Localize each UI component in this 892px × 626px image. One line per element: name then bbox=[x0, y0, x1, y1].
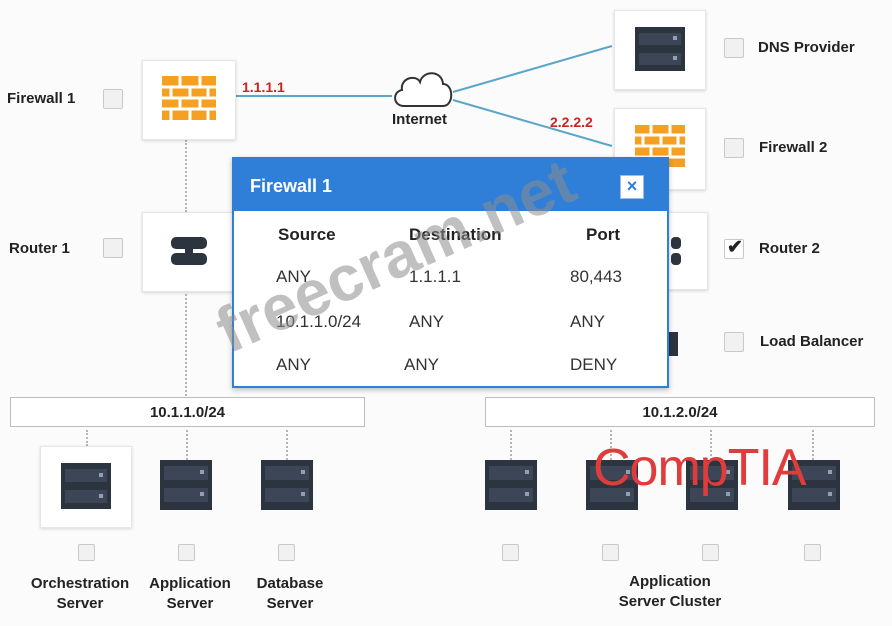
rule1-port: 80,443 bbox=[570, 267, 622, 286]
subnet-left-label: 10.1.1.0/24 bbox=[149, 404, 226, 421]
rule1-source: ANY bbox=[276, 267, 311, 286]
server-icon bbox=[261, 460, 313, 510]
database-checkbox[interactable] bbox=[278, 544, 295, 561]
firewall2-label: Firewall 2 bbox=[759, 139, 828, 156]
router2-label: Router 2 bbox=[759, 240, 820, 257]
load-balancer-icon bbox=[668, 332, 678, 356]
router1-label: Router 1 bbox=[9, 240, 70, 257]
load-balancer-checkbox[interactable] bbox=[724, 332, 744, 352]
cluster-checkbox-1[interactable] bbox=[502, 544, 519, 561]
dialog-title: Firewall 1 bbox=[250, 176, 333, 196]
header-destination: Destination bbox=[409, 225, 502, 244]
router1-tile[interactable] bbox=[142, 212, 236, 292]
orchestration-server-tile[interactable] bbox=[40, 446, 132, 528]
server-icon bbox=[160, 460, 212, 510]
fw1-router1-link bbox=[185, 140, 187, 212]
dns-tile[interactable] bbox=[614, 10, 706, 90]
router2-checkbox[interactable]: ✔ bbox=[724, 237, 744, 259]
database-label: Database Server bbox=[240, 574, 340, 614]
rule3-port: DENY bbox=[570, 355, 618, 374]
subnet-db-link bbox=[286, 430, 288, 460]
subnet-right-label: 10.1.2.0/24 bbox=[642, 404, 718, 421]
subnet-left-box: 10.1.1.0/24 bbox=[10, 397, 365, 427]
server-icon bbox=[788, 460, 840, 510]
cluster-label: Application Server Cluster bbox=[595, 572, 745, 612]
firewall-icon bbox=[162, 76, 216, 120]
server-icon bbox=[61, 463, 111, 509]
header-port: Port bbox=[586, 225, 620, 244]
cluster-label-line2: Server Cluster bbox=[618, 593, 722, 610]
firewall1-label: Firewall 1 bbox=[7, 90, 76, 107]
firewall-rules-dialog: Firewall 1 × Source Destination Port ANY… bbox=[232, 157, 669, 388]
database-label-line1: Database bbox=[256, 575, 324, 592]
firewall1-ip: 1.1.1.1 bbox=[242, 79, 285, 95]
subnet-right-box: 10.1.2.0/24 bbox=[485, 397, 875, 427]
dns-checkbox[interactable] bbox=[724, 38, 744, 58]
firewall1-checkbox[interactable] bbox=[103, 89, 123, 109]
server-icon bbox=[586, 460, 638, 510]
router-icon bbox=[171, 237, 207, 265]
router1-checkbox[interactable] bbox=[103, 238, 123, 258]
orchestration-label: Orchestration Server bbox=[20, 574, 140, 614]
rule2-port: ANY bbox=[570, 312, 605, 331]
server-icon bbox=[485, 460, 537, 510]
subnet-orch-link bbox=[86, 430, 88, 446]
orchestration-checkbox[interactable] bbox=[78, 544, 95, 561]
rule3-source: ANY bbox=[276, 355, 311, 374]
cluster-checkbox-3[interactable] bbox=[702, 544, 719, 561]
cluster-label-line1: Application bbox=[629, 573, 711, 590]
comptia-logo: CompTIA bbox=[593, 439, 807, 497]
application-label-line2: Server bbox=[166, 595, 214, 612]
subnet-app-link bbox=[186, 430, 188, 460]
firewall1-tile[interactable] bbox=[142, 60, 236, 140]
rule3-destination: ANY bbox=[404, 355, 439, 374]
orchestration-label-line1: Orchestration bbox=[30, 575, 130, 592]
internet-label: Internet bbox=[392, 111, 448, 128]
subnet-c4-link bbox=[812, 430, 814, 460]
router-icon bbox=[671, 237, 681, 265]
cloud-icon bbox=[394, 72, 453, 107]
header-source: Source bbox=[278, 225, 336, 244]
rule1-destination: 1.1.1.1 bbox=[409, 267, 461, 286]
firewall2-ip: 2.2.2.2 bbox=[550, 114, 593, 130]
rule2-destination: ANY bbox=[409, 312, 444, 331]
router2-tile[interactable] bbox=[666, 212, 708, 290]
subnet-c3-link bbox=[710, 430, 712, 460]
firewall2-checkbox[interactable] bbox=[724, 138, 744, 158]
router1-subnet-link bbox=[185, 290, 187, 396]
subnet-c1-link bbox=[510, 430, 512, 460]
cluster-checkbox-4[interactable] bbox=[804, 544, 821, 561]
close-button[interactable]: × bbox=[620, 175, 644, 199]
cluster-checkbox-2[interactable] bbox=[602, 544, 619, 561]
application-label-line1: Application bbox=[149, 575, 231, 592]
server-icon bbox=[686, 460, 738, 510]
subnet-c2-link bbox=[610, 430, 612, 460]
checkmark-icon: ✔ bbox=[727, 237, 743, 258]
dialog-header: Firewall 1 × bbox=[234, 159, 667, 211]
application-label: Application Server bbox=[135, 574, 245, 614]
dns-label: DNS Provider bbox=[758, 39, 855, 56]
rule2-source: 10.1.1.0/24 bbox=[276, 312, 362, 331]
database-label-line2: Server bbox=[266, 595, 314, 612]
orchestration-label-line2: Server bbox=[56, 595, 104, 612]
application-checkbox[interactable] bbox=[178, 544, 195, 561]
server-icon bbox=[635, 27, 685, 71]
load-balancer-label: Load Balancer bbox=[760, 333, 864, 350]
